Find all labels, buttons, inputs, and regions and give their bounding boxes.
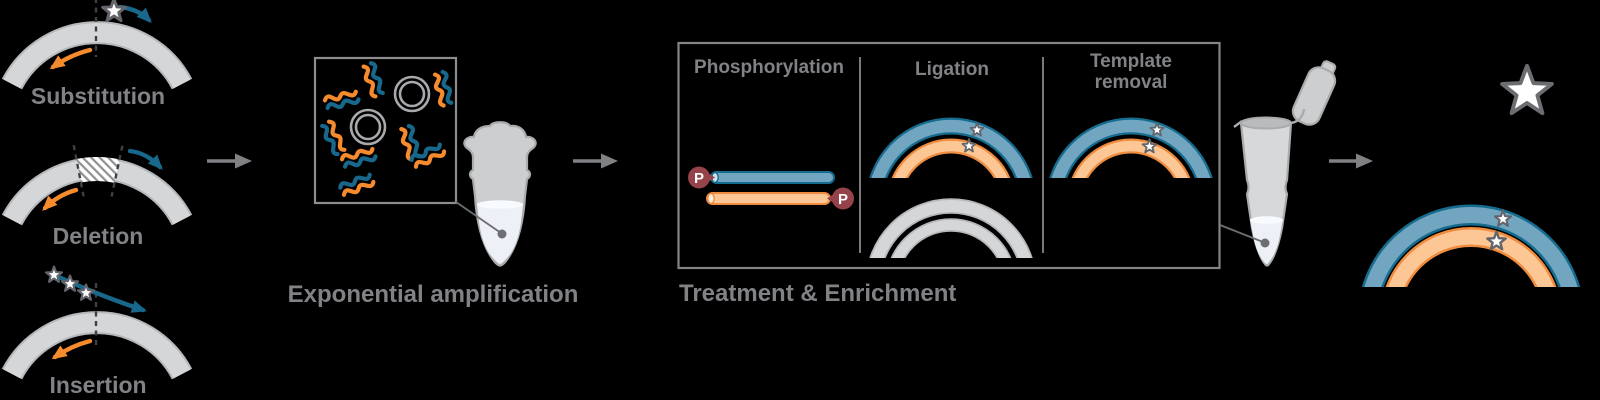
orange-strand-arrow-icon xyxy=(49,47,93,70)
template-arc xyxy=(3,23,191,89)
ligation-graphic xyxy=(869,117,1033,258)
phosphate-badge-icon xyxy=(688,166,710,189)
orange-band xyxy=(1388,229,1554,287)
rod-end-cap xyxy=(707,192,715,205)
enriched-mutation-star-icon xyxy=(1500,63,1554,116)
teal-strand-rod xyxy=(710,171,835,184)
callout-line xyxy=(1219,224,1264,243)
treatment-frame xyxy=(677,41,1221,270)
microcentrifuge-tube-closed-icon xyxy=(463,121,537,267)
amplicon-squiggle-pair xyxy=(320,62,452,196)
microcentrifuge-tube-open-icon xyxy=(1219,60,1337,267)
callout-dot xyxy=(1260,238,1270,248)
template-removal-graphic xyxy=(1049,117,1213,178)
circular-template-icon xyxy=(349,75,431,146)
blue-band xyxy=(1051,119,1211,178)
deletion-panel xyxy=(1,144,193,226)
blue-band-outline xyxy=(1049,117,1213,178)
callout-dot xyxy=(497,229,507,239)
insertion-panel xyxy=(1,265,193,380)
liquid-meniscus xyxy=(477,200,523,209)
phosphate-badge-icon xyxy=(832,187,854,210)
substitution-panel xyxy=(1,0,193,90)
orange-strand-rod xyxy=(706,192,831,205)
cap-hinge xyxy=(1290,108,1306,125)
amplification-frame xyxy=(313,56,458,205)
blue-band xyxy=(871,119,1031,178)
callout-line xyxy=(455,201,502,234)
phosphate-letter: P xyxy=(838,191,848,208)
deleted-region-hatch-icon xyxy=(76,157,120,183)
substitution-star-icon xyxy=(101,0,127,23)
gray-template-arcs xyxy=(869,198,1033,258)
amplification-box xyxy=(313,56,537,267)
treatment-box: P P xyxy=(677,41,1221,270)
tube-mouth xyxy=(1240,116,1292,130)
orange-strand-arrow-icon xyxy=(42,187,79,211)
phosphate-letter: P xyxy=(694,170,704,187)
orange-strand-arrow-icon xyxy=(51,338,93,360)
liquid-meniscus xyxy=(1250,216,1283,224)
blue-band-outline xyxy=(869,117,1033,178)
enriched-product-panel xyxy=(1361,63,1581,287)
phosphorylation-graphic: P P xyxy=(688,166,854,210)
orange-band-outline xyxy=(1071,138,1191,178)
orange-band-outline xyxy=(891,138,1011,178)
tube-open-cap xyxy=(1291,60,1337,126)
orange-band xyxy=(894,140,1008,178)
orange-band xyxy=(1074,140,1188,178)
orange-band-outline xyxy=(1385,227,1557,287)
teal-strand-arrow-icon xyxy=(127,148,163,170)
blue-band xyxy=(1364,207,1578,287)
teal-strand-arrow-icon xyxy=(49,271,147,313)
